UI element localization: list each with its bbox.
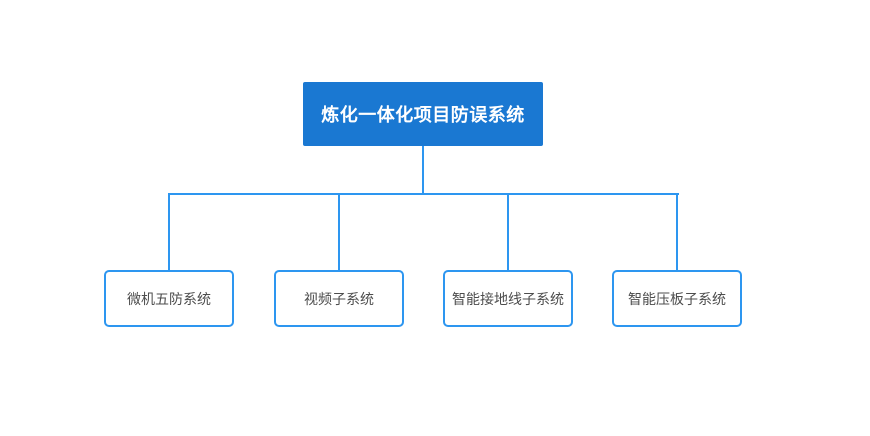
connector-drop-1 [168,193,170,270]
child-node-label: 智能压板子系统 [628,289,726,309]
child-node-wuji-wufang[interactable]: 微机五防系统 [104,270,234,327]
connector-root-trunk [422,146,424,194]
child-node-pressure-plate-subsystem[interactable]: 智能压板子系统 [612,270,742,327]
child-node-label: 视频子系统 [304,289,374,309]
connector-horizontal-rail [168,193,679,195]
connector-drop-4 [676,193,678,270]
connector-drop-3 [507,193,509,270]
root-node[interactable]: 炼化一体化项目防误系统 [303,82,543,146]
root-node-label: 炼化一体化项目防误系统 [321,101,525,127]
child-node-label: 智能接地线子系统 [452,289,564,309]
child-node-label: 微机五防系统 [127,289,211,309]
child-node-video-subsystem[interactable]: 视频子系统 [274,270,404,327]
child-node-grounding-wire-subsystem[interactable]: 智能接地线子系统 [443,270,573,327]
connector-drop-2 [338,193,340,270]
